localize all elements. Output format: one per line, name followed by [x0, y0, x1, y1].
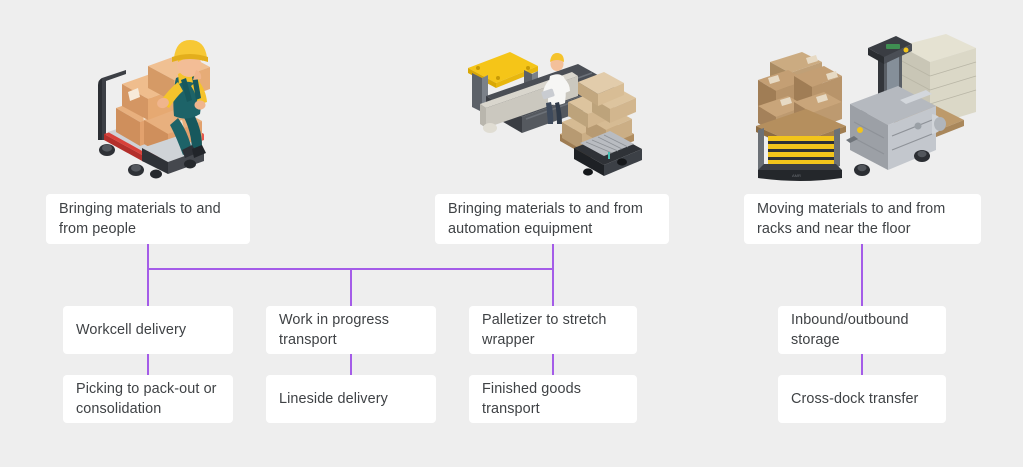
card-header-automation-label: Bringing materials to and from automatio…	[448, 200, 643, 237]
card-palletizer-to-stretch-wrapper[interactable]: Palletizer to stretch wrapper	[469, 306, 637, 354]
card-picking-to-pack-out-label: Picking to pack-out or consolidation	[76, 380, 217, 417]
connector-bus-to-col-b	[350, 268, 352, 306]
connector-head3-down	[861, 244, 863, 306]
connector-bus-to-col-a	[147, 268, 149, 306]
card-lineside-delivery-label: Lineside delivery	[279, 390, 388, 407]
card-header-people-label: Bringing materials to and from people	[59, 200, 221, 237]
connector-head1-down	[147, 244, 149, 269]
connector-a1-to-a2	[147, 354, 149, 375]
card-header-racks[interactable]: Moving materials to and from racks and n…	[744, 194, 981, 244]
connector-bus-to-col-c	[552, 268, 554, 306]
autonomous-forklift-illustration: AMR	[750, 30, 982, 192]
connector-c1-to-c2	[552, 354, 554, 375]
card-cross-dock-transfer-label: Cross-dock transfer	[791, 390, 919, 407]
card-work-in-progress-transport[interactable]: Work in progress transport	[266, 306, 436, 354]
card-lineside-delivery[interactable]: Lineside delivery	[266, 375, 436, 423]
connector-d1-to-d2	[861, 354, 863, 375]
worker-pushing-cart-illustration	[86, 22, 218, 194]
card-header-racks-label: Moving materials to and from racks and n…	[757, 200, 946, 237]
svg-text:AMR: AMR	[792, 173, 801, 178]
card-finished-goods-transport-label: Finished goods transport	[482, 380, 582, 417]
card-header-automation[interactable]: Bringing materials to and from automatio…	[435, 194, 669, 244]
card-inbound-outbound-storage-label: Inbound/outbound storage	[791, 311, 909, 348]
card-cross-dock-transfer[interactable]: Cross-dock transfer	[778, 375, 946, 423]
card-inbound-outbound-storage[interactable]: Inbound/outbound storage	[778, 306, 946, 354]
card-header-people[interactable]: Bringing materials to and from people	[46, 194, 250, 244]
conveyor-palletizer-illustration	[462, 30, 644, 190]
card-workcell-delivery-label: Workcell delivery	[76, 321, 187, 338]
connector-head2-down	[552, 244, 554, 269]
card-picking-to-pack-out[interactable]: Picking to pack-out or consolidation	[63, 375, 233, 423]
card-workcell-delivery[interactable]: Workcell delivery	[63, 306, 233, 354]
card-finished-goods-transport[interactable]: Finished goods transport	[469, 375, 637, 423]
card-palletizer-to-stretch-wrapper-label: Palletizer to stretch wrapper	[482, 311, 607, 348]
connector-b1-to-b2	[350, 354, 352, 375]
card-work-in-progress-transport-label: Work in progress transport	[279, 311, 390, 348]
